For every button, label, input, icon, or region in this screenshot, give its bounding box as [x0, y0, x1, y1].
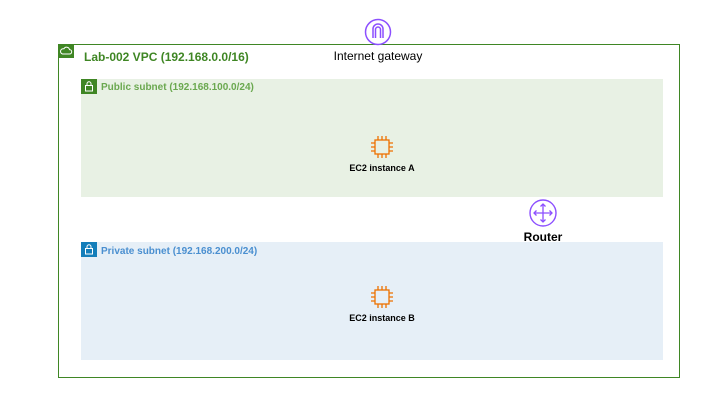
lock-icon: [81, 79, 97, 94]
vpc-title: Lab-002 VPC (192.168.0.0/16): [84, 50, 249, 64]
ec2-instance-b-label: EC2 instance B: [349, 313, 415, 323]
public-subnet-group: [81, 79, 663, 197]
vpc-group: [58, 44, 680, 378]
internet-gateway-icon: [364, 18, 392, 46]
router-label: Router: [523, 230, 563, 244]
internet-gateway-label: Internet gateway: [333, 49, 423, 63]
ec2-chip-icon: [368, 283, 396, 311]
ec2-chip-icon: [368, 133, 396, 161]
private-subnet-title: Private subnet (192.168.200.0/24): [101, 246, 258, 257]
ec2-instance-a-label: EC2 instance A: [349, 163, 415, 173]
public-subnet-title: Public subnet (192.168.100.0/24): [101, 82, 254, 93]
cloud-icon: [58, 44, 74, 58]
router-icon: [528, 198, 558, 228]
lock-icon: [81, 242, 97, 257]
